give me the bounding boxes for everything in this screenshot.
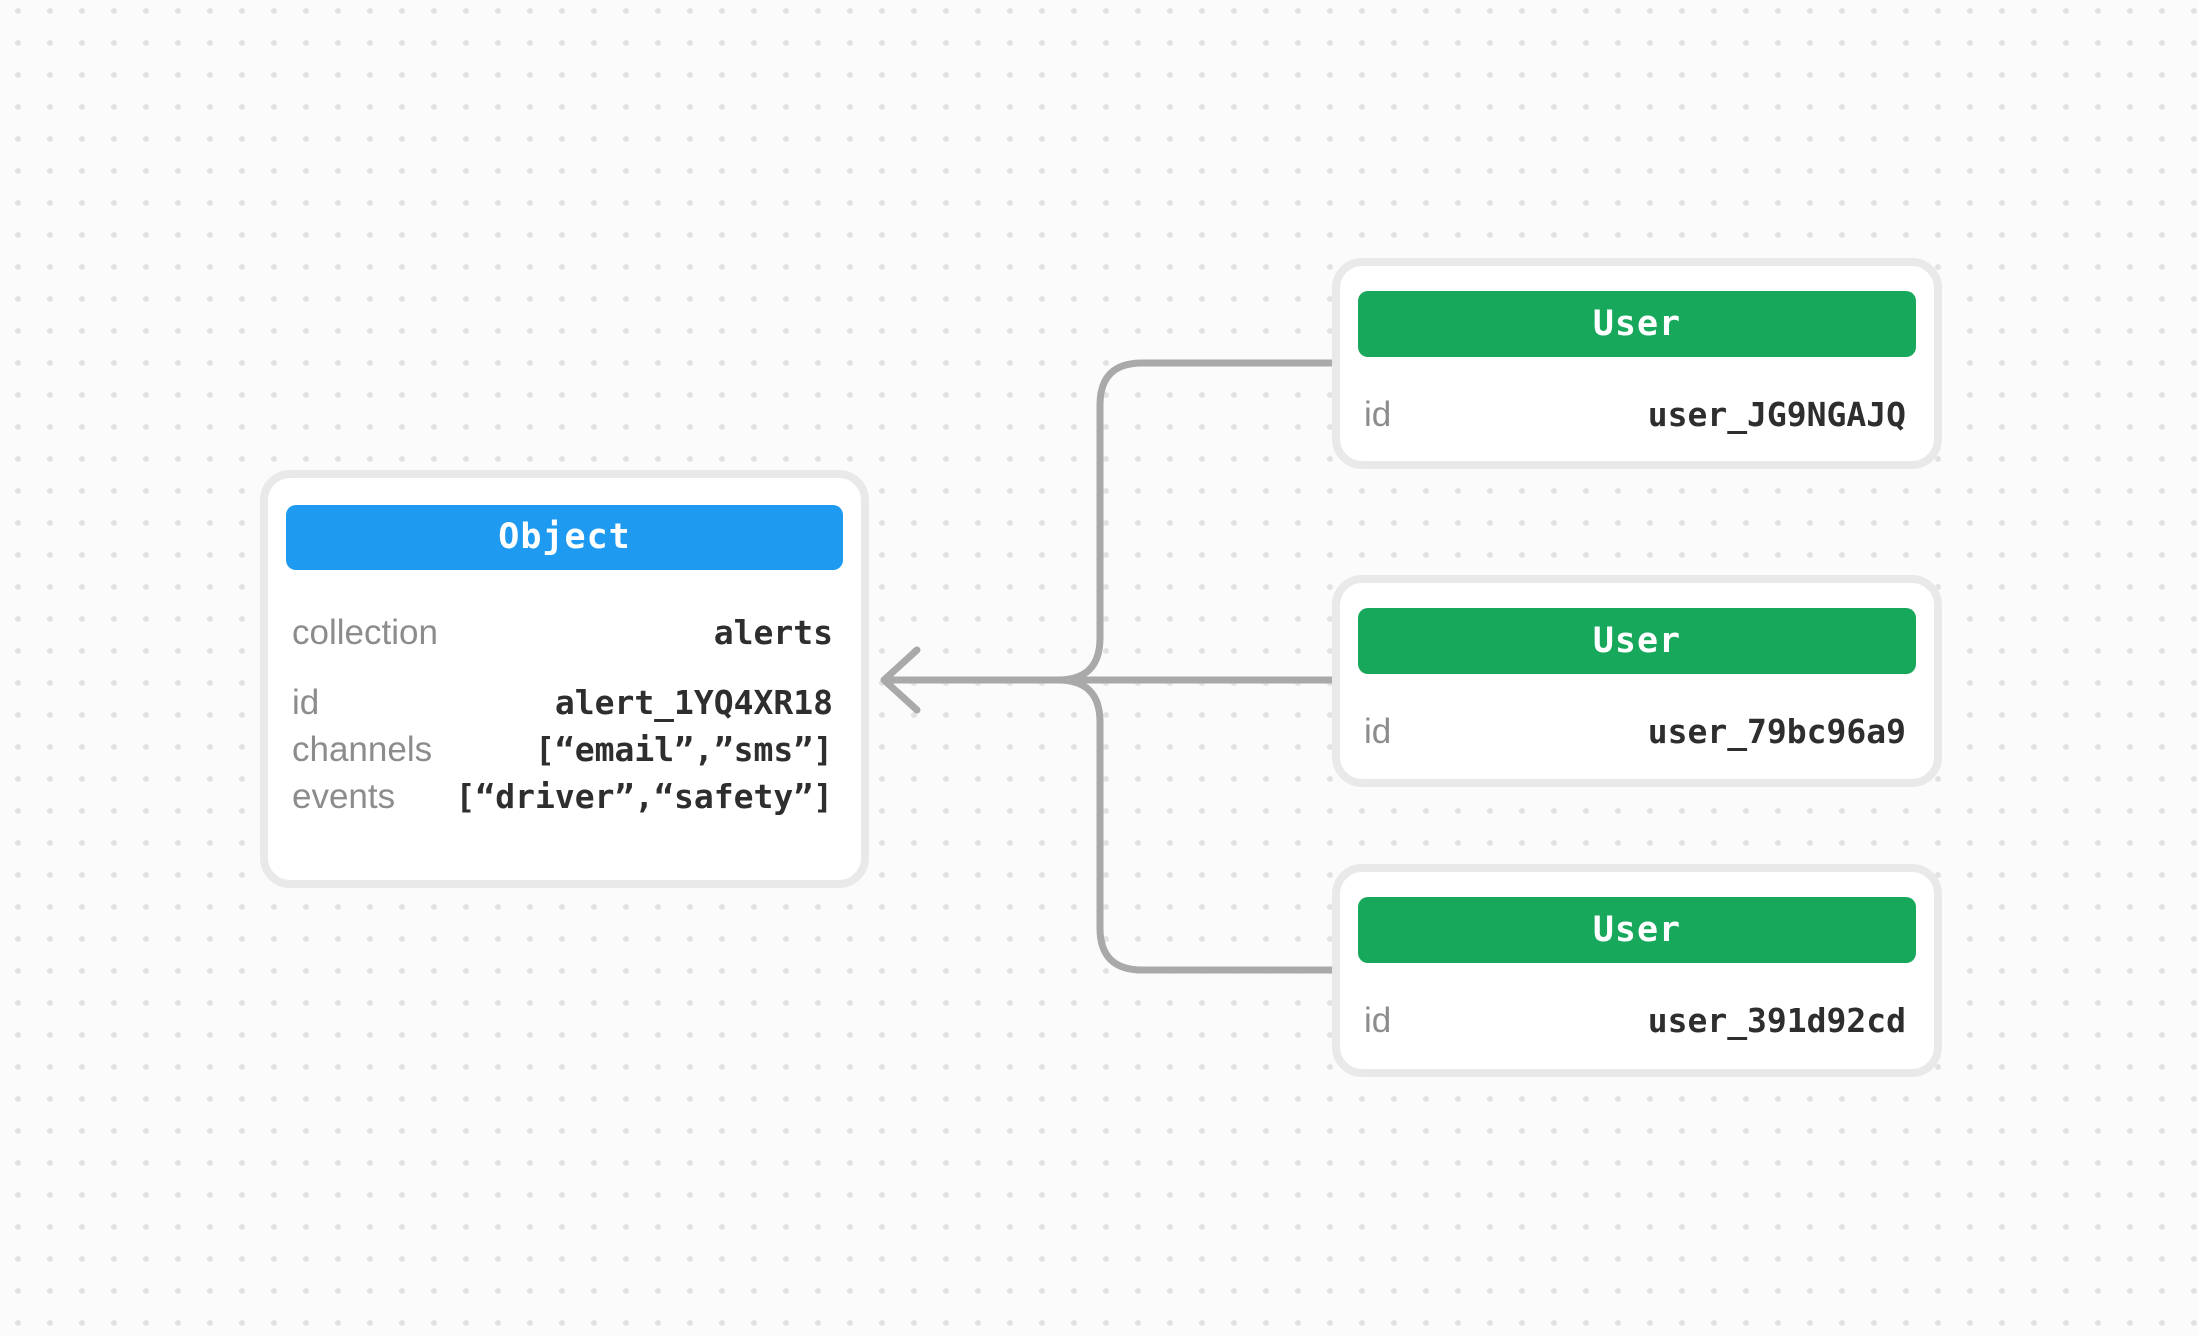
user-node-card-3[interactable]: User id user_391d92cd — [1332, 864, 1942, 1077]
arrowhead-icon — [880, 646, 921, 714]
field-row-collection: collection alerts — [292, 609, 833, 656]
user-card-3-body: id user_391d92cd — [1340, 997, 1934, 1044]
field-value-id: user_391d92cd — [1647, 1001, 1906, 1040]
object-card-body: collection alerts id alert_1YQ4XR18 chan… — [268, 609, 861, 820]
field-row-id: id user_JG9NGAJQ — [1364, 391, 1906, 438]
user-node-card-1[interactable]: User id user_JG9NGAJQ — [1332, 258, 1942, 469]
user-card-2-header: User — [1358, 608, 1916, 674]
user-card-1-body: id user_JG9NGAJQ — [1340, 391, 1934, 438]
field-row-events: events [“driver”,“safety”] — [292, 773, 833, 820]
user-card-2-body: id user_79bc96a9 — [1340, 708, 1934, 755]
field-label-id: id — [1364, 1001, 1392, 1040]
user-card-1-header: User — [1358, 291, 1916, 357]
field-label-id: id — [1364, 395, 1392, 434]
field-label-collection: collection — [292, 613, 438, 652]
field-value-channels: [“email”,”sms”] — [534, 730, 833, 769]
user-card-3-header: User — [1358, 897, 1916, 963]
connector-bottom-branch — [1006, 676, 1340, 974]
field-value-collection: alerts — [713, 613, 833, 652]
object-card-header: Object — [286, 505, 843, 570]
user-node-card-2[interactable]: User id user_79bc96a9 — [1332, 575, 1942, 787]
field-value-events: [“driver”,“safety”] — [455, 777, 834, 816]
field-row-id: id alert_1YQ4XR18 — [292, 679, 833, 726]
field-label-channels: channels — [292, 730, 433, 769]
field-label-events: events — [292, 777, 396, 816]
field-value-id: user_79bc96a9 — [1647, 712, 1906, 751]
field-value-id: alert_1YQ4XR18 — [554, 683, 833, 722]
field-label-id: id — [1364, 712, 1392, 751]
field-row-id: id user_391d92cd — [1364, 997, 1906, 1044]
object-node-card[interactable]: Object collection alerts id alert_1YQ4XR… — [260, 470, 869, 888]
field-row-id: id user_79bc96a9 — [1364, 708, 1906, 755]
field-value-id: user_JG9NGAJQ — [1647, 395, 1906, 434]
connector-top-branch — [1006, 359, 1340, 684]
field-label-id: id — [292, 683, 320, 722]
field-row-channels: channels [“email”,”sms”] — [292, 726, 833, 773]
